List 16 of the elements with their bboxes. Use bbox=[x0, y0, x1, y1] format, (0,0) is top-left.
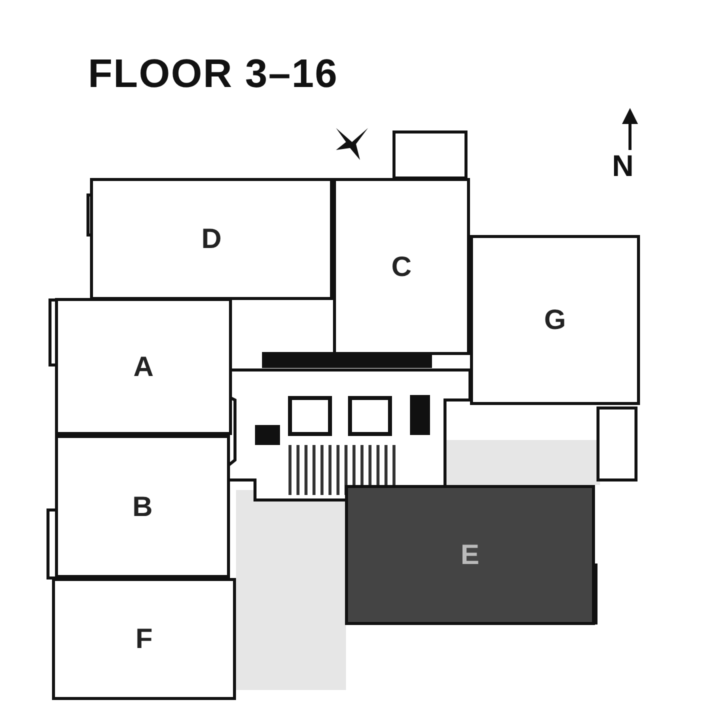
unit-letter: G bbox=[544, 304, 566, 336]
unit-letter: B bbox=[132, 490, 153, 522]
plan-title: FLOOR 3–16 bbox=[88, 52, 338, 97]
unit-area bbox=[90, 178, 333, 300]
north-label: N bbox=[612, 150, 634, 184]
unit-area bbox=[345, 485, 595, 625]
unit-letter: C bbox=[391, 250, 412, 282]
unit-letter: A bbox=[133, 350, 154, 382]
unit-letter: D bbox=[201, 223, 222, 255]
unit-area bbox=[333, 178, 470, 355]
unit-letter: F bbox=[135, 623, 153, 655]
unit-letter: E bbox=[460, 539, 480, 571]
unit-area bbox=[470, 235, 640, 405]
unit-area bbox=[55, 435, 230, 578]
unit-area bbox=[55, 298, 232, 435]
unit-area bbox=[52, 578, 236, 700]
